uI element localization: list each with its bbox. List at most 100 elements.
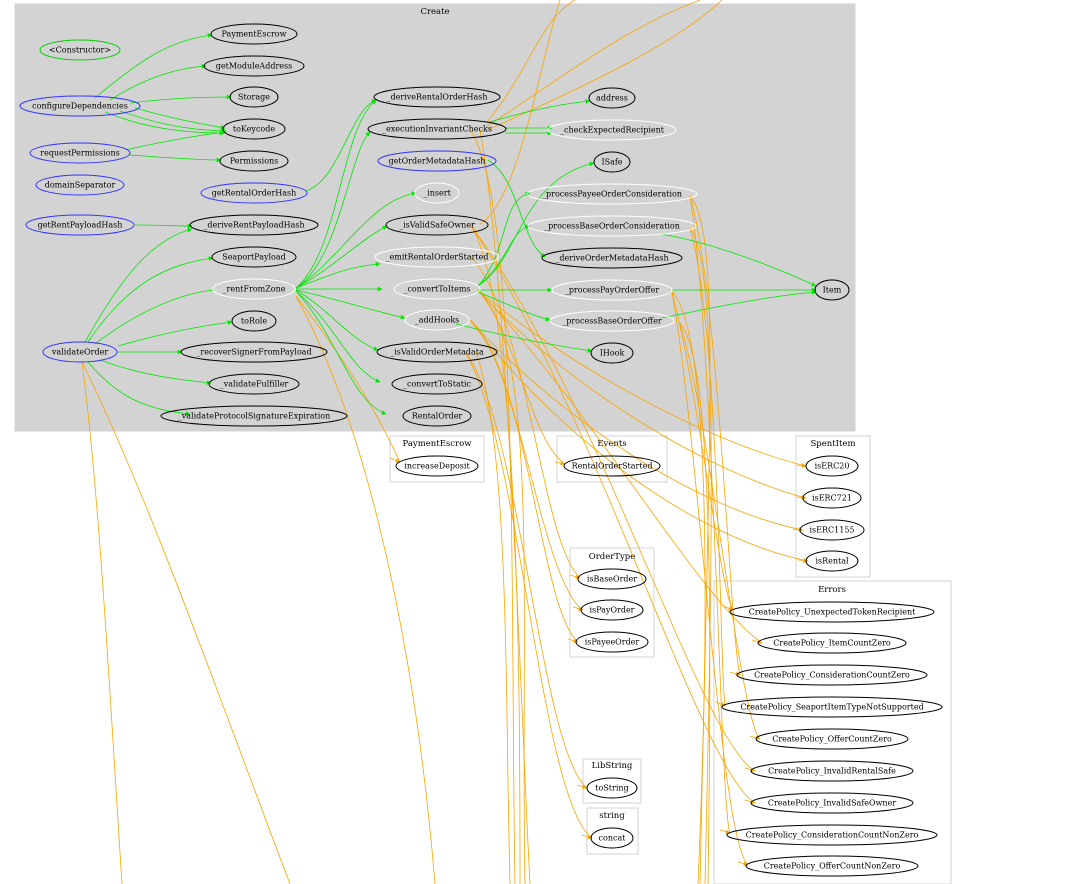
svg-text:CreatePolicy_OfferCountNonZero: CreatePolicy_OfferCountNonZero bbox=[764, 862, 901, 871]
node-validate-protocol-signature-expiration[interactable]: _validateProtocolSignatureExpiration bbox=[160, 405, 348, 427]
node-is-valid-safe-owner[interactable]: _isValidSafeOwner bbox=[385, 214, 489, 236]
svg-text:_deriveRentPayloadHash: _deriveRentPayloadHash bbox=[203, 221, 304, 230]
svg-text:increaseDeposit: increaseDeposit bbox=[404, 462, 470, 471]
cluster-order-type bbox=[569, 547, 655, 658]
svg-text:toRole: toRole bbox=[241, 317, 267, 326]
svg-text:domainSeparator: domainSeparator bbox=[45, 181, 116, 190]
node-rental-order[interactable]: RentalOrder bbox=[402, 405, 472, 427]
node-is-base-order[interactable]: isBaseOrder bbox=[577, 568, 647, 590]
node-add-hooks[interactable]: _addHooks bbox=[404, 309, 470, 331]
svg-text:isERC1155: isERC1155 bbox=[809, 526, 854, 535]
cluster-title-payment-escrow: PaymentEscrow bbox=[403, 439, 473, 449]
node-convert-to-items[interactable]: _convertToItems bbox=[393, 278, 481, 300]
node-derive-rental-order-hash[interactable]: _deriveRentalOrderHash bbox=[373, 86, 501, 108]
node-permissions[interactable]: Permissions bbox=[219, 150, 289, 172]
svg-text:getRentPayloadHash: getRentPayloadHash bbox=[38, 221, 123, 230]
node-get-module-address[interactable]: getModuleAddress bbox=[203, 55, 305, 77]
node-err-invalid-safe-owner[interactable]: CreatePolicy_InvalidSafeOwner bbox=[750, 792, 914, 814]
node-process-base-order-consideration[interactable]: _processBaseOrderConsideration bbox=[527, 215, 697, 237]
node-domain-separator[interactable]: domainSeparator bbox=[35, 174, 125, 196]
node-constructor[interactable]: <Constructor> bbox=[39, 39, 121, 61]
svg-text:RentalOrder: RentalOrder bbox=[412, 412, 463, 421]
node-seaport-payload[interactable]: SeaportPayload bbox=[211, 246, 297, 268]
svg-text:configureDependencies: configureDependencies bbox=[32, 102, 128, 111]
svg-text:_checkExpectedRecipient: _checkExpectedRecipient bbox=[560, 126, 665, 135]
svg-text:PaymentEscrow: PaymentEscrow bbox=[222, 30, 287, 39]
svg-text:_processPayeeOrderConsideratio: _processPayeeOrderConsideration bbox=[542, 190, 682, 199]
node-to-role[interactable]: toRole bbox=[231, 310, 277, 332]
svg-text:CreatePolicy_UnexpectedTokenRe: CreatePolicy_UnexpectedTokenRecipient bbox=[749, 608, 917, 617]
node-get-rent-payload-hash[interactable]: getRentPayloadHash bbox=[25, 214, 135, 236]
node-rent-from-zone[interactable]: _rentFromZone bbox=[212, 278, 296, 300]
svg-text:<Constructor>: <Constructor> bbox=[49, 46, 111, 55]
node-process-base-order-offer[interactable]: _processBaseOrderOffer bbox=[549, 310, 675, 332]
node-err-offer-count-zero[interactable]: CreatePolicy_OfferCountZero bbox=[755, 728, 909, 750]
node-validate-fulfiller[interactable]: _validateFulfiller bbox=[208, 373, 300, 395]
node-configure-dependencies[interactable]: configureDependencies bbox=[19, 95, 141, 117]
svg-text:ISafe: ISafe bbox=[601, 158, 622, 167]
cluster-title-lib-string: LibString bbox=[592, 761, 633, 771]
node-convert-to-static[interactable]: _convertToStatic bbox=[391, 373, 483, 395]
svg-text:_validateProtocolSignatureExpi: _validateProtocolSignatureExpiration bbox=[178, 412, 331, 421]
node-isafe[interactable]: ISafe bbox=[593, 151, 631, 173]
node-get-rental-order-hash[interactable]: getRentalOrderHash bbox=[200, 182, 308, 204]
svg-text:_processBaseOrderOffer: _processBaseOrderOffer bbox=[562, 317, 662, 326]
node-err-seaport-item-type-not-supported[interactable]: CreatePolicy_SeaportItemTypeNotSupported bbox=[721, 696, 943, 718]
node-is-rental[interactable]: isRental bbox=[805, 550, 859, 572]
cluster-title-errors: Errors bbox=[818, 585, 846, 595]
svg-text:toKeycode: toKeycode bbox=[233, 125, 275, 134]
node-is-valid-order-metadata[interactable]: _isValidOrderMetadata bbox=[376, 341, 498, 363]
node-ihook[interactable]: IHook bbox=[590, 342, 634, 364]
node-process-payee-order-consideration[interactable]: _processPayeeOrderConsideration bbox=[526, 183, 698, 205]
svg-text:CreatePolicy_ConsiderationCoun: CreatePolicy_ConsiderationCountNonZero bbox=[746, 831, 919, 840]
node-check-expected-recipient[interactable]: _checkExpectedRecipient bbox=[547, 119, 677, 141]
node-validate-order[interactable]: validateOrder bbox=[42, 341, 118, 363]
node-payment-escrow[interactable]: PaymentEscrow bbox=[210, 23, 298, 45]
node-derive-order-metadata-hash[interactable]: _deriveOrderMetadataHash bbox=[541, 247, 683, 269]
node-err-unexpected-token-recipient[interactable]: CreatePolicy_UnexpectedTokenRecipient bbox=[729, 601, 935, 623]
node-address[interactable]: address bbox=[588, 87, 636, 109]
node-to-string[interactable]: toString bbox=[586, 777, 638, 799]
node-err-item-count-zero[interactable]: CreatePolicy_ItemCountZero bbox=[757, 632, 907, 654]
cluster-title-create: Create bbox=[420, 7, 449, 17]
node-increase-deposit[interactable]: increaseDeposit bbox=[395, 455, 479, 477]
svg-text:CreatePolicy_InvalidSafeOwner: CreatePolicy_InvalidSafeOwner bbox=[768, 799, 896, 808]
node-request-permissions[interactable]: requestPermissions bbox=[29, 142, 131, 164]
cluster-errors bbox=[713, 580, 952, 884]
cluster-lib-string bbox=[582, 758, 642, 804]
node-insert[interactable]: _insert bbox=[414, 182, 460, 204]
node-execution-invariant-checks[interactable]: _executionInvariantChecks bbox=[367, 118, 507, 140]
node-recover-signer-from-payload[interactable]: _recoverSignerFromPayload bbox=[180, 341, 328, 363]
svg-text:SeaportPayload: SeaportPayload bbox=[222, 253, 286, 262]
node-err-invalid-rental-safe[interactable]: CreatePolicy_InvalidRentalSafe bbox=[750, 760, 914, 782]
svg-text:CreatePolicy_InvalidRentalSafe: CreatePolicy_InvalidRentalSafe bbox=[768, 767, 896, 776]
node-is-payee-order[interactable]: isPayeeOrder bbox=[575, 631, 649, 653]
node-item[interactable]: Item bbox=[814, 279, 850, 301]
cluster-title-spent-item: SpentItem bbox=[810, 439, 855, 449]
node-concat[interactable]: concat bbox=[590, 827, 634, 849]
svg-text:_recoverSignerFromPayload: _recoverSignerFromPayload bbox=[196, 348, 311, 357]
node-storage[interactable]: Storage bbox=[229, 86, 279, 108]
svg-text:getOrderMetadataHash: getOrderMetadataHash bbox=[389, 157, 486, 166]
node-to-keycode[interactable]: toKeycode bbox=[222, 118, 286, 140]
node-is-erc20[interactable]: isERC20 bbox=[805, 455, 859, 477]
node-err-consideration-count-zero[interactable]: CreatePolicy_ConsiderationCountZero bbox=[736, 664, 928, 686]
cluster-title-string: string bbox=[599, 811, 625, 821]
node-is-erc721[interactable]: isERC721 bbox=[802, 487, 862, 509]
external-call-edges bbox=[81, 0, 809, 884]
node-process-pay-order-offer[interactable]: _processPayOrderOffer bbox=[551, 279, 673, 301]
node-err-offer-count-non-zero[interactable]: CreatePolicy_OfferCountNonZero bbox=[745, 855, 919, 877]
svg-text:IHook: IHook bbox=[600, 349, 625, 358]
node-get-order-metadata-hash[interactable]: getOrderMetadataHash bbox=[377, 150, 497, 172]
node-derive-rent-payload-hash[interactable]: _deriveRentPayloadHash bbox=[189, 214, 319, 236]
node-err-consideration-count-non-zero[interactable]: CreatePolicy_ConsiderationCountNonZero bbox=[726, 824, 938, 846]
svg-text:isBaseOrder: isBaseOrder bbox=[587, 575, 637, 584]
svg-text:Storage: Storage bbox=[238, 93, 270, 102]
node-rental-order-started[interactable]: RentalOrderStarted bbox=[563, 455, 661, 477]
node-emit-rental-order-started[interactable]: _emitRentalOrderStarted bbox=[374, 246, 500, 268]
node-is-erc1155[interactable]: isERC1155 bbox=[799, 519, 865, 541]
svg-text:_convertToStatic: _convertToStatic bbox=[403, 380, 472, 389]
svg-text:_addHooks: _addHooks bbox=[415, 316, 460, 325]
node-is-pay-order[interactable]: isPayOrder bbox=[580, 599, 644, 621]
